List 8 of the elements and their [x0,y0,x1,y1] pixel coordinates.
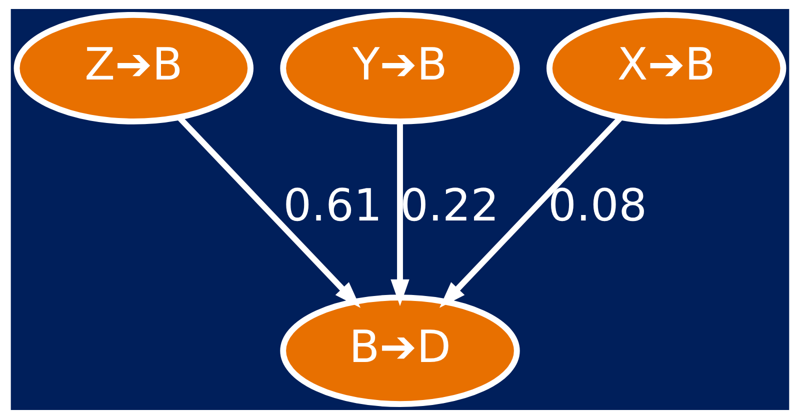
edge-label: 0.22 [400,180,498,232]
node-ellipse: Y➔B [280,11,520,124]
node-ellipse: B➔D [280,294,520,407]
edge-label: 0.08 [548,180,646,232]
edge-label: 0.61 [282,180,382,232]
arrow [390,121,409,306]
node-ellipse: X➔B [546,11,786,124]
node-ellipse: Z➔B [13,11,254,124]
